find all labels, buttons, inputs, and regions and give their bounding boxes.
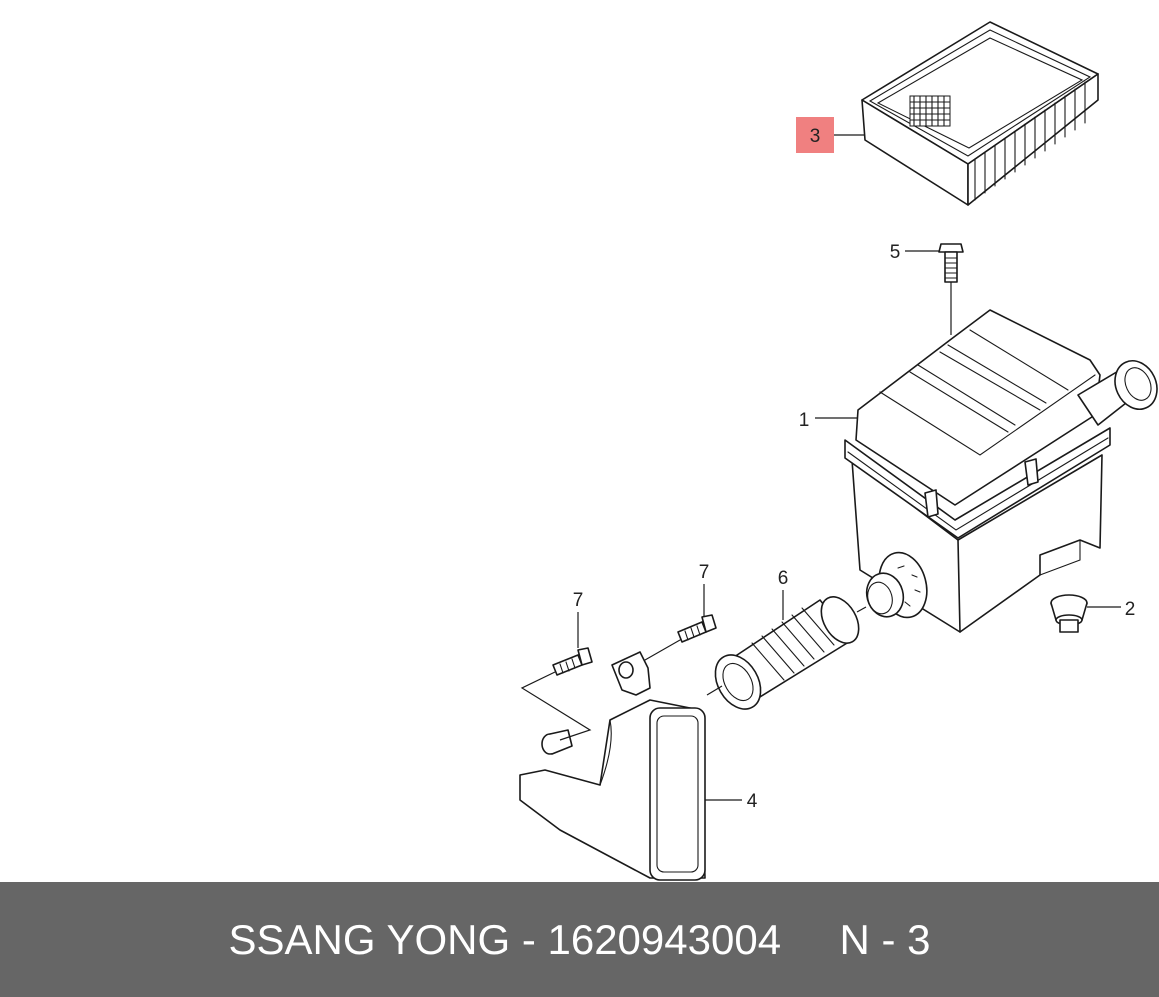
callout-1[interactable]: 1 bbox=[799, 410, 858, 431]
footer-separator: - bbox=[869, 915, 908, 963]
intake-duct-part-4[interactable] bbox=[519, 639, 706, 881]
filter-mesh-icon bbox=[909, 95, 951, 127]
callout-7b-label: 7 bbox=[699, 562, 710, 583]
ref-prefix: N bbox=[839, 915, 870, 963]
ref-number: 3 bbox=[907, 915, 931, 963]
air-cleaner-housing[interactable] bbox=[844, 309, 1159, 633]
screw-part-7b[interactable] bbox=[677, 614, 717, 643]
filter-pleats bbox=[974, 81, 1086, 201]
intake-hose-part-6[interactable] bbox=[706, 590, 867, 717]
callout-5-label: 5 bbox=[890, 242, 901, 263]
callout-1-label: 1 bbox=[799, 410, 810, 431]
air-filter-element[interactable] bbox=[861, 21, 1099, 206]
callout-6-label: 6 bbox=[778, 568, 789, 589]
callout-3-label: 3 bbox=[810, 126, 821, 147]
part-info-footer: SSANG YONG - 1620943004 N - 3 bbox=[0, 882, 1159, 997]
callout-4-label: 4 bbox=[747, 791, 758, 812]
footer-separator: - bbox=[510, 915, 548, 963]
callout-4[interactable]: 4 bbox=[705, 791, 758, 812]
callout-7b[interactable]: 7 bbox=[699, 562, 710, 616]
part-number: 1620943004 bbox=[547, 915, 782, 963]
callout-2[interactable]: 2 bbox=[1087, 599, 1135, 620]
grommet-part-2[interactable] bbox=[1050, 594, 1088, 633]
connector-line-7a bbox=[520, 671, 592, 741]
callout-7a-label: 7 bbox=[573, 590, 584, 611]
callout-6[interactable]: 6 bbox=[778, 568, 789, 620]
brand-name: SSANG YONG bbox=[228, 915, 511, 963]
callout-2-label: 2 bbox=[1125, 599, 1136, 620]
parts-diagram: 3 5 1 2 6 7 7 4 bbox=[519, 21, 1159, 881]
callout-7a[interactable]: 7 bbox=[573, 590, 584, 648]
footer-gap bbox=[781, 916, 839, 964]
screw-part-7a[interactable] bbox=[552, 647, 593, 676]
bolt-part-5[interactable] bbox=[938, 243, 964, 335]
callout-3[interactable]: 3 bbox=[796, 117, 864, 153]
callout-5[interactable]: 5 bbox=[890, 242, 940, 263]
